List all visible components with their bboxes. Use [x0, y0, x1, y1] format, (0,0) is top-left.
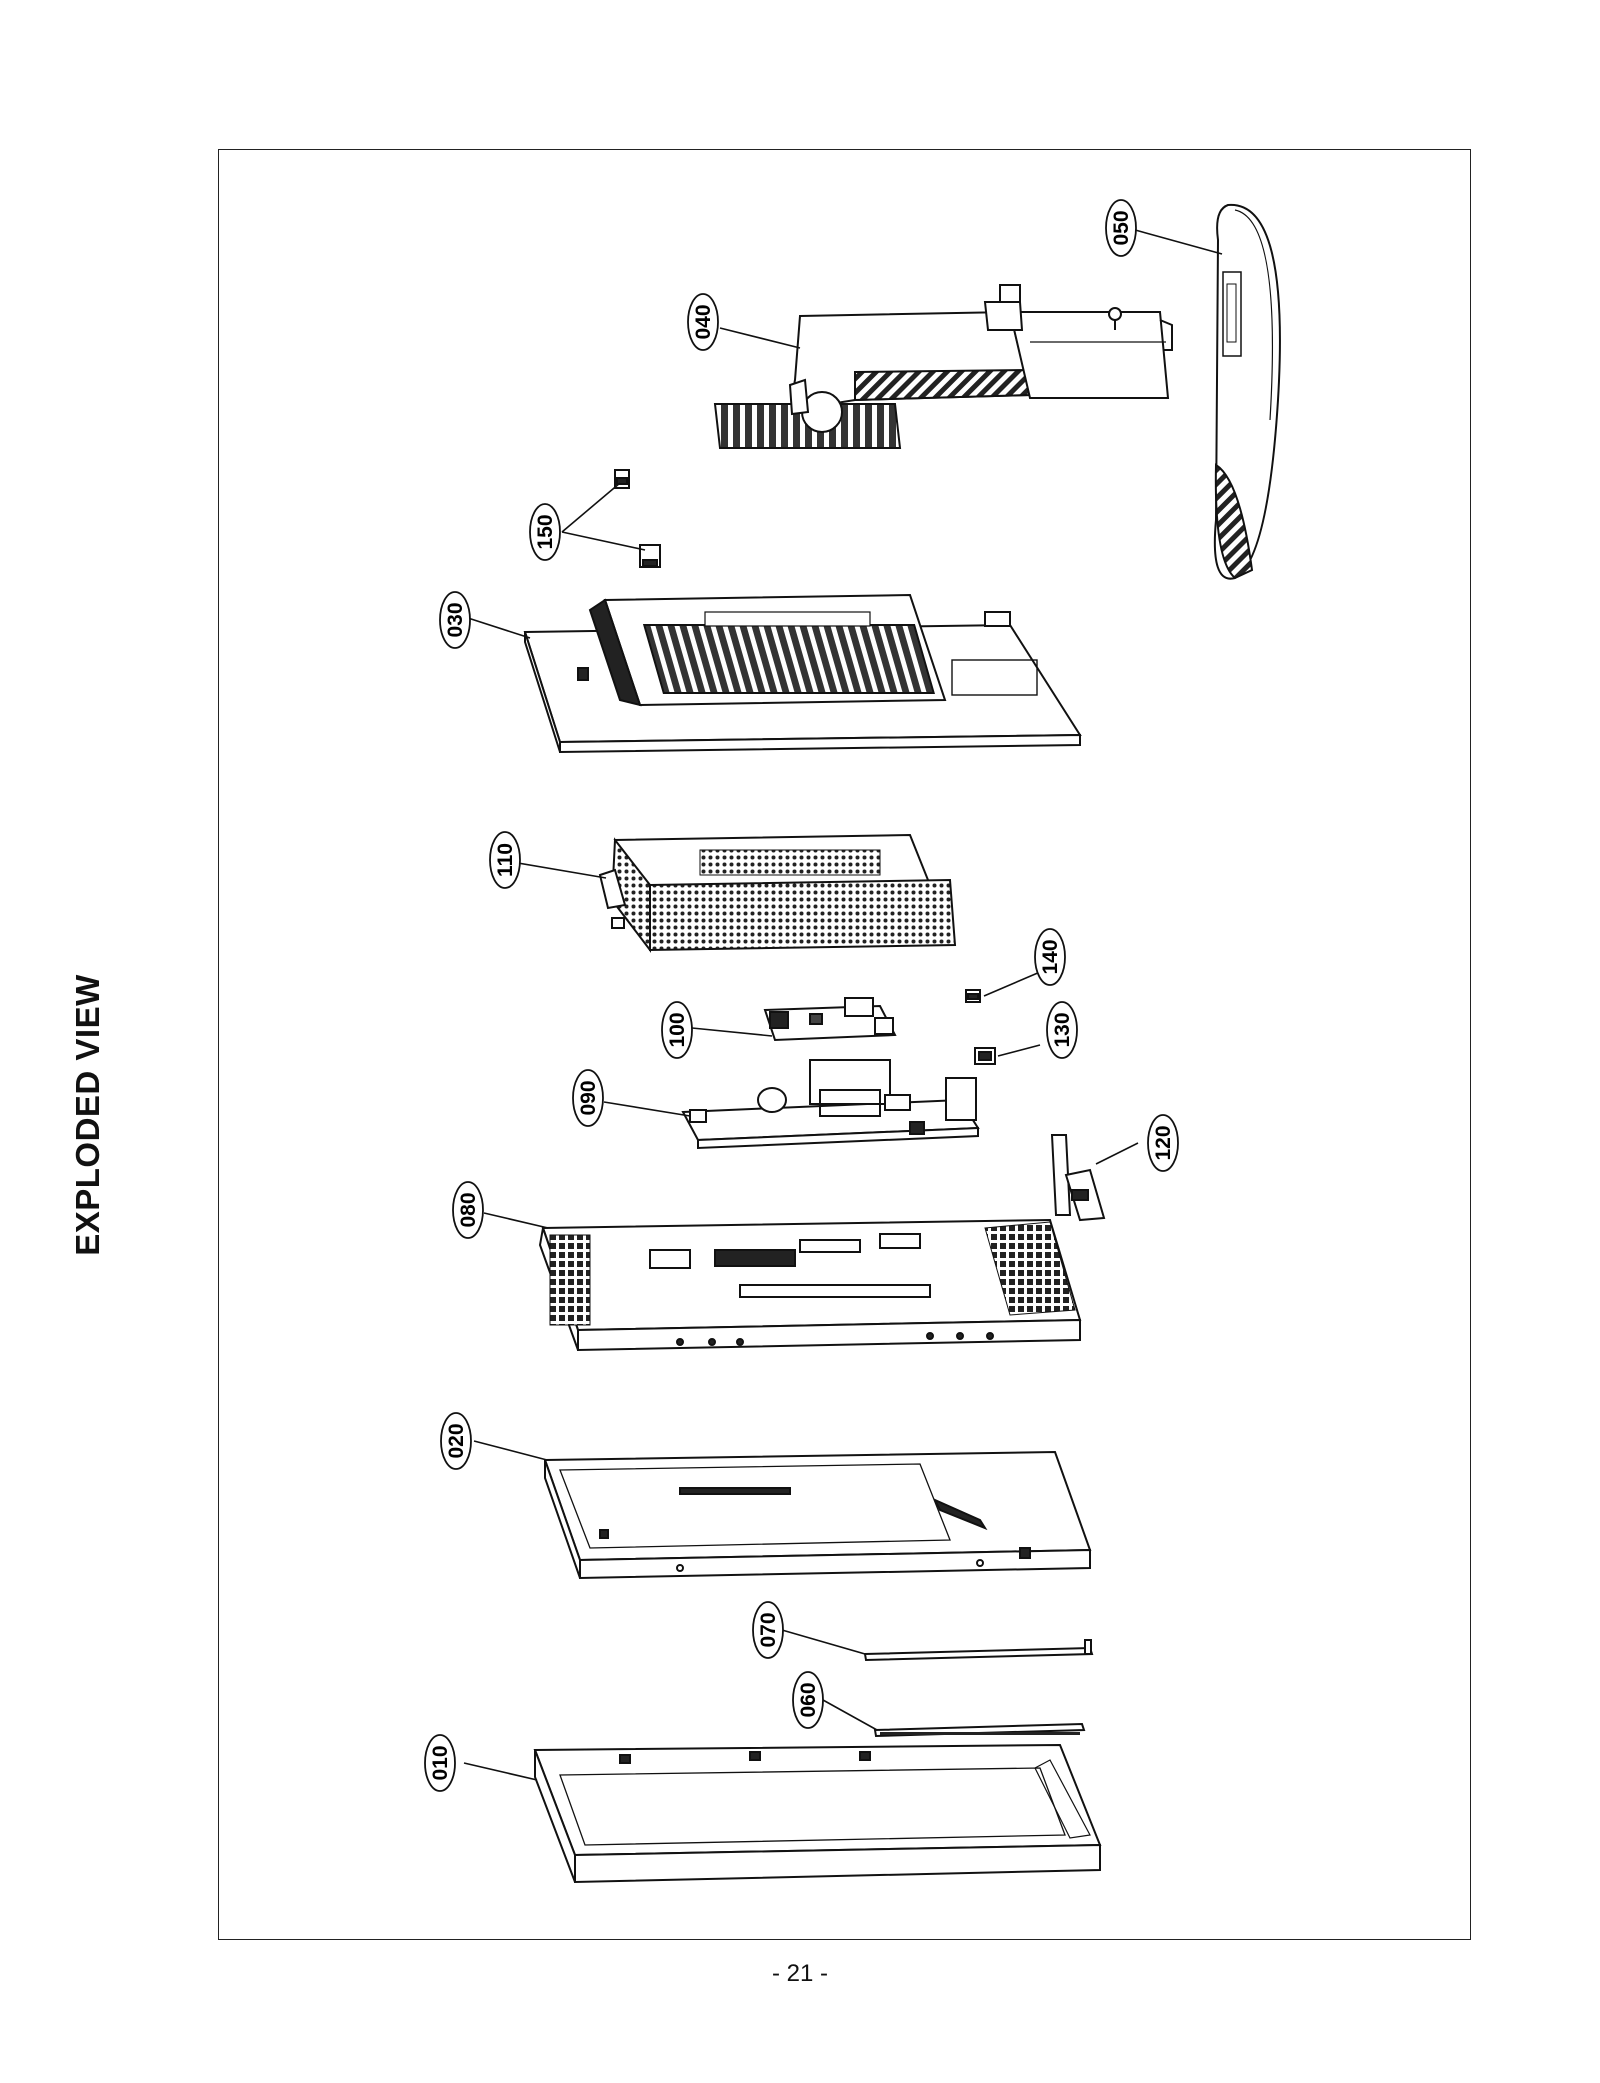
callout-030: 030 — [439, 591, 471, 649]
callout-050: 050 — [1105, 199, 1137, 257]
page-number: - 21 - — [771, 1960, 828, 1987]
callout-150: 150 — [529, 503, 561, 561]
callout-130-label: 130 — [1051, 1012, 1074, 1047]
part-080-chassis — [538, 1218, 1082, 1352]
callout-070-label: 070 — [757, 1612, 780, 1647]
part-140-connector — [965, 989, 981, 1003]
part-010-front-bezel — [533, 1743, 1102, 1884]
callout-010: 010 — [424, 1734, 456, 1792]
callout-100: 100 — [661, 1001, 693, 1059]
callout-040: 040 — [687, 293, 719, 351]
callout-150-label: 150 — [534, 514, 557, 549]
callout-110-label: 110 — [494, 843, 517, 877]
callout-040-label: 040 — [692, 304, 715, 339]
leader-lines — [463, 227, 1223, 1781]
part-060-strip — [873, 1722, 1086, 1738]
callout-130: 130 — [1046, 1001, 1078, 1059]
part-130-switch — [974, 1047, 996, 1065]
callout-080: 080 — [452, 1181, 484, 1239]
part-040-stand-neck — [713, 284, 1173, 449]
part-150-clips — [614, 469, 661, 568]
callout-090-label: 090 — [577, 1080, 600, 1115]
callout-140: 140 — [1034, 928, 1066, 986]
callout-030-label: 030 — [444, 602, 467, 637]
callout-120: 120 — [1147, 1114, 1179, 1172]
callout-070: 070 — [752, 1601, 784, 1659]
callout-090: 090 — [572, 1069, 604, 1127]
callout-060-label: 060 — [797, 1682, 820, 1717]
part-070-strip — [863, 1639, 1094, 1662]
part-110-shield — [598, 833, 957, 953]
callout-010-label: 010 — [429, 1745, 452, 1780]
part-030-rear-cover — [523, 593, 1082, 754]
callout-060: 060 — [792, 1671, 824, 1729]
callout-110: 110 — [489, 831, 521, 889]
part-100-control-pcb — [763, 997, 897, 1042]
callout-080-label: 080 — [457, 1192, 480, 1227]
part-050-stand-base — [1213, 203, 1281, 580]
callout-020: 020 — [440, 1412, 472, 1470]
diagram-frame — [218, 149, 1471, 1940]
callout-140-label: 140 — [1039, 939, 1062, 974]
part-020-panel-frame — [543, 1450, 1092, 1580]
callout-120-label: 120 — [1152, 1125, 1175, 1160]
part-120-bracket — [1050, 1134, 1106, 1222]
callout-020-label: 020 — [445, 1423, 468, 1458]
callout-100-label: 100 — [666, 1012, 689, 1047]
callout-050-label: 050 — [1110, 210, 1133, 245]
part-090-power-board — [681, 1059, 980, 1150]
